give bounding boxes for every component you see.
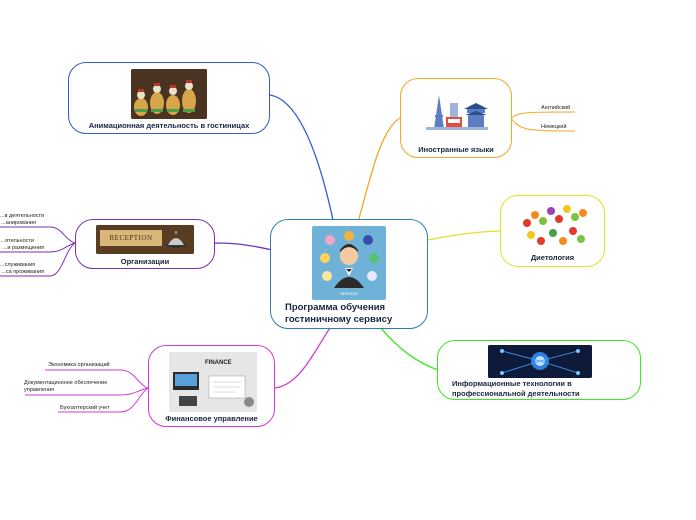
waiter-icon (320, 231, 379, 288)
topic-languages[interactable]: Иностранные языки (400, 78, 512, 158)
leaf-fin-3[interactable]: Бухгалтерский учет (60, 405, 110, 411)
figurines-icon (131, 69, 207, 119)
link-org-2 (0, 242, 76, 253)
leaf-org-1a[interactable]: ...в деятельности (0, 213, 45, 219)
finance-sign-text: FINANCE (205, 360, 232, 366)
leaf-german[interactable]: Немецкий (541, 124, 567, 130)
link-lang-english (510, 111, 576, 119)
link-fin-2 (25, 387, 149, 396)
languages-thumbnail (426, 89, 488, 131)
central-title-line2: гостиничному сервису (285, 314, 393, 325)
leaf-org-1b[interactable]: ...анирования (1, 220, 36, 226)
link-finance (274, 327, 331, 389)
link-fin-3 (58, 387, 149, 413)
landmarks-icon (426, 95, 488, 130)
topic-finance-label: Финансовое управление (165, 414, 258, 423)
central-node[interactable]: SERVICE Программа обучения гостиничному … (270, 219, 428, 329)
link-it (379, 326, 439, 371)
reception-thumbnail: RECEPTION (96, 225, 194, 254)
link-lang-german (510, 117, 576, 132)
link-organizations (214, 242, 273, 251)
network-icon (488, 345, 592, 378)
diet-thumbnail (517, 201, 591, 249)
topic-it[interactable]: Информационные технологии в профессионал… (437, 340, 641, 400)
topic-animation-label: Анимационная деятельность в гостиницах (88, 121, 250, 130)
topic-organizations[interactable]: RECEPTION Организации (75, 219, 215, 269)
link-animation (269, 94, 334, 221)
link-org-3 (0, 242, 76, 277)
topic-it-label: Информационные технологии в профессионал… (452, 379, 640, 399)
topic-it-label-line2: профессиональной деятельности (452, 389, 580, 398)
link-diet (426, 230, 501, 241)
leaf-org-2a[interactable]: ...ятельности (0, 238, 34, 244)
leaf-english[interactable]: Английский (541, 105, 571, 111)
central-title-line1: Программа обучения (285, 302, 386, 313)
reception-bell-icon (96, 225, 194, 254)
topic-diet[interactable]: Диетология (500, 195, 605, 267)
finance-desk-icon (169, 352, 257, 412)
topic-it-label-line1: Информационные технологии в (452, 379, 572, 388)
link-languages (357, 117, 401, 223)
leaf-org-3b[interactable]: ...са проживания (1, 269, 44, 275)
it-thumbnail (488, 345, 592, 378)
reception-sign-text: RECEPTION (109, 234, 153, 242)
topic-animation[interactable]: Анимационная деятельность в гостиницах (68, 62, 270, 134)
central-title: Программа обучения гостиничному сервису (285, 302, 392, 326)
finance-thumbnail: FINANCE (169, 352, 257, 412)
leaf-org-2b[interactable]: ...и размещения (2, 245, 44, 251)
leaf-org-3a[interactable]: ...служивания (0, 262, 36, 268)
service-badge: SERVICE (340, 291, 358, 296)
link-fin-1 (45, 369, 149, 389)
vegetables-icon (523, 205, 587, 245)
leaf-fin-2a[interactable]: Документационное обеспечение (24, 380, 108, 386)
service-illustration: SERVICE (312, 226, 386, 300)
topic-diet-label: Диетология (530, 253, 575, 262)
leaf-fin-2b[interactable]: управления (24, 387, 54, 393)
leaf-fin-1[interactable]: Экономика организаций (48, 362, 110, 368)
topic-finance[interactable]: FINANCE Финансовое управление (148, 345, 275, 427)
link-org-1 (0, 226, 76, 244)
animation-thumbnail (131, 69, 207, 119)
topic-languages-label: Иностранные языки (418, 145, 494, 154)
topic-organizations-label: Организации (120, 257, 170, 266)
